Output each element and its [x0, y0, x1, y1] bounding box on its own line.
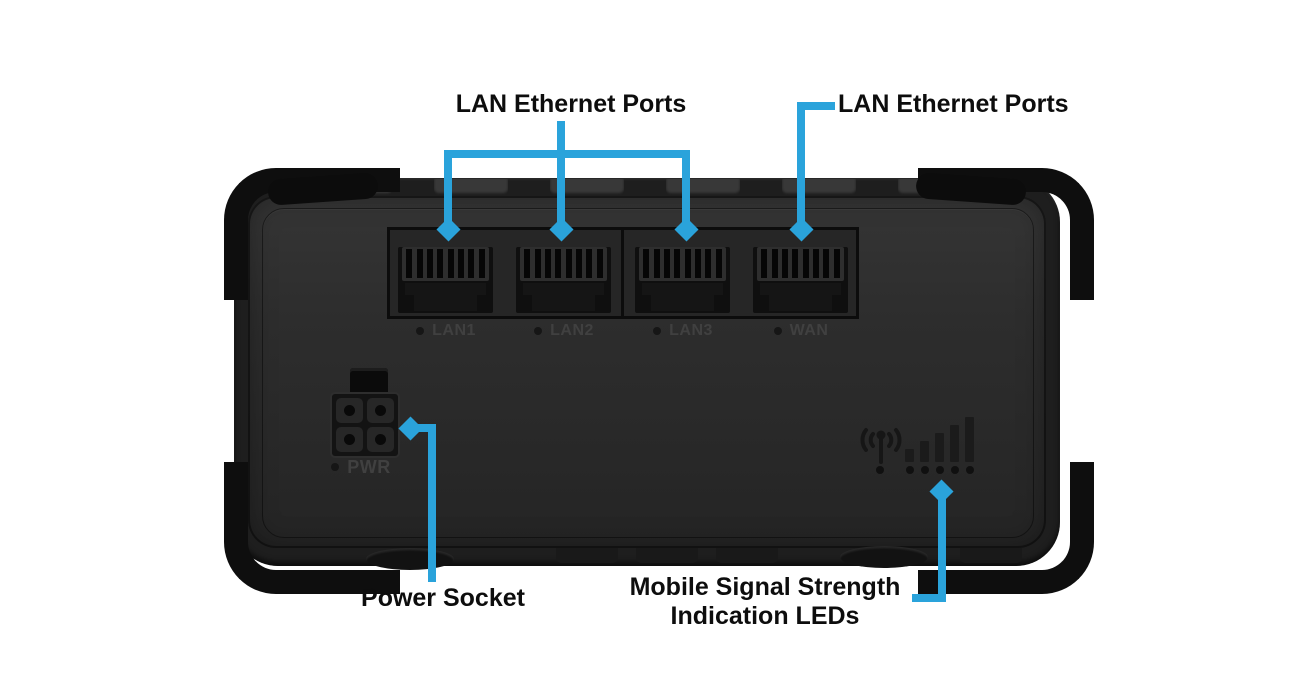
- signal-led-3: [921, 466, 929, 474]
- callout-label-power-socket: Power Socket: [361, 584, 525, 612]
- callout-label-lan-left: LAN Ethernet Ports: [455, 90, 687, 118]
- signal-led-2: [906, 466, 914, 474]
- rj45-pins: [402, 247, 489, 281]
- corner-bumper-bottom-left: [224, 462, 400, 594]
- signal-led-4: [936, 466, 944, 474]
- wan-led: [773, 327, 782, 335]
- bottom-edge-notch: [960, 548, 1022, 563]
- top-edge-notch: [550, 179, 624, 195]
- signal-bar-3: [935, 433, 944, 462]
- top-edge-notch: [666, 179, 740, 195]
- bottom-edge-notch: [636, 548, 698, 563]
- ports-panel-divider: [621, 227, 624, 319]
- power-socket-latch: [350, 368, 388, 396]
- rj45-port-lan2: [516, 247, 611, 313]
- power-pin-hole: [367, 427, 394, 452]
- rj45-pins: [520, 247, 607, 281]
- lan1-led: [416, 327, 425, 335]
- callout-line: [444, 150, 690, 158]
- rj45-pins: [639, 247, 726, 281]
- power-pin-hole: [336, 398, 363, 423]
- lan3-label-text: LAN3: [669, 322, 713, 339]
- callout-line: [797, 102, 835, 110]
- signal-bar-5: [965, 417, 974, 462]
- wan-label-text: WAN: [789, 322, 829, 339]
- rj45-cavity: [642, 283, 723, 311]
- power-pin-hole: [367, 398, 394, 423]
- port-label-lan3: LAN3: [639, 322, 727, 340]
- callout-line: [938, 499, 946, 602]
- callout-line: [418, 424, 436, 432]
- rj45-port-lan3: [635, 247, 730, 313]
- callout-line: [682, 150, 690, 226]
- callout-line: [797, 102, 805, 226]
- signal-bar-1: [905, 449, 914, 462]
- callout-line: [912, 594, 946, 602]
- bottom-edge-notch: [716, 548, 778, 563]
- callout-line: [557, 121, 565, 158]
- cellular-antenna-icon: [860, 428, 902, 464]
- port-label-wan: WAN: [757, 322, 845, 340]
- callout-line: [444, 150, 452, 226]
- rj45-cavity: [760, 283, 841, 311]
- mobile-signal-label-line1: Mobile Signal Strength: [629, 573, 901, 601]
- callout-line: [557, 150, 565, 226]
- power-pin-hole: [336, 427, 363, 452]
- rj45-pins: [757, 247, 844, 281]
- signal-led-5: [951, 466, 959, 474]
- mobile-signal-label-line2: Indication LEDs: [670, 602, 860, 630]
- lan1-label-text: LAN1: [432, 322, 476, 339]
- rubber-foot: [840, 546, 928, 568]
- pwr-led: [331, 463, 340, 471]
- power-socket: [330, 392, 400, 458]
- pwr-label-text: PWR: [347, 456, 391, 477]
- face-groove: [262, 208, 1034, 538]
- signal-led-6: [966, 466, 974, 474]
- signal-bar-4: [950, 425, 959, 462]
- rj45-cavity: [523, 283, 604, 311]
- signal-led-1: [876, 466, 884, 474]
- rj45-port-lan1: [398, 247, 493, 313]
- port-label-lan2: LAN2: [520, 322, 608, 340]
- rj45-cavity: [405, 283, 486, 311]
- lan2-led: [534, 327, 543, 335]
- top-edge-notch: [434, 179, 508, 195]
- rj45-port-wan: [753, 247, 848, 313]
- signal-bar-2: [920, 441, 929, 462]
- bottom-edge-notch: [556, 548, 618, 563]
- top-edge-notch: [782, 179, 856, 195]
- lan2-label-text: LAN2: [550, 322, 594, 339]
- port-label-pwr: PWR: [326, 456, 396, 477]
- callout-label-lan-right: LAN Ethernet Ports: [838, 90, 1069, 118]
- callout-label-mobile-signal: Mobile Signal Strength Indication LEDs: [585, 573, 945, 631]
- lan3-led: [653, 327, 662, 335]
- callout-line: [428, 424, 436, 582]
- port-label-lan1: LAN1: [402, 322, 490, 340]
